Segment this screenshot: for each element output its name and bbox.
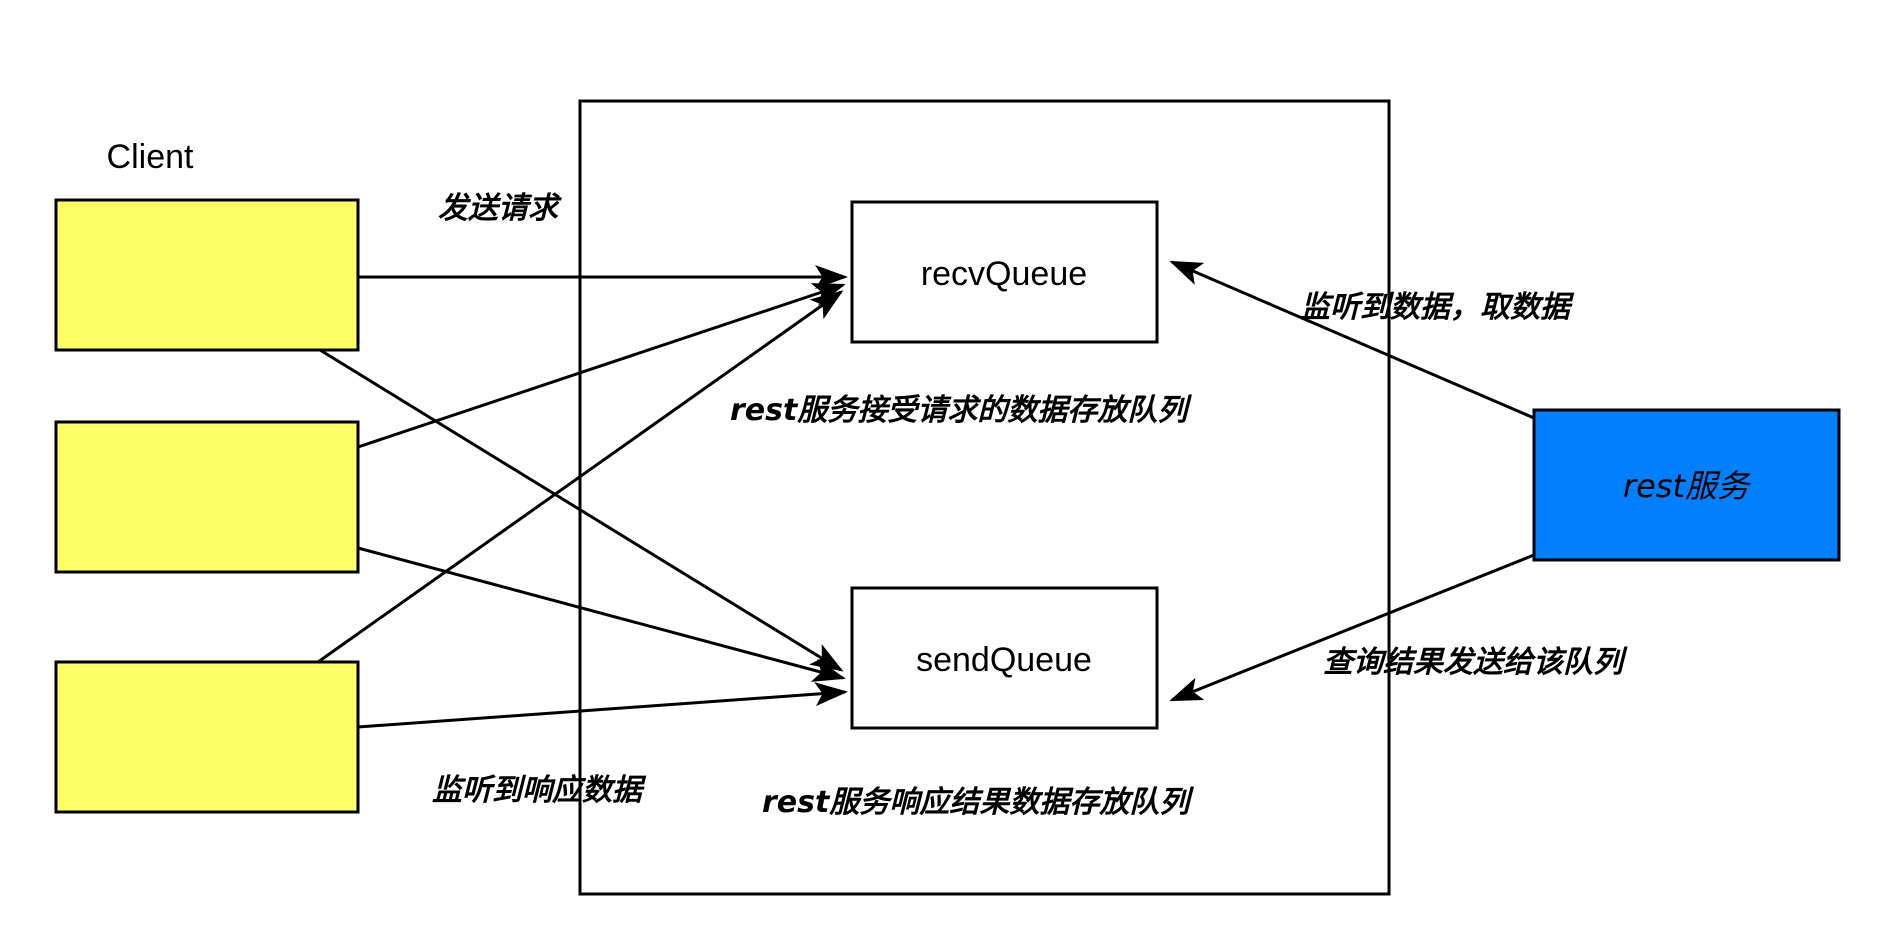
- client-box-2[interactable]: [54, 420, 360, 574]
- client-group-title: Client: [107, 138, 194, 176]
- client-box-3[interactable]: [54, 660, 360, 814]
- edge-label-send-request: 发送请求: [438, 191, 562, 226]
- edge-label-recv-queue-desc: rest服务接受请求的数据存放队列: [730, 393, 1192, 428]
- recv-queue-label: recvQueue: [921, 255, 1087, 293]
- edge-client2-to-recvqueue: [357, 283, 846, 449]
- service-container-boundary: [578, 99, 1391, 896]
- edge-restservice-to-recvqueue: [1169, 260, 1535, 420]
- client-box-1[interactable]: [54, 198, 360, 352]
- edge-label-send-queue-desc: rest服务响应结果数据存放队列: [762, 785, 1194, 820]
- edge-client3-to-sendqueue: [357, 682, 848, 729]
- edge-label-listen-take-data: 监听到数据，取数据: [1300, 290, 1575, 325]
- edge-label-listen-response-data: 监听到响应数据: [432, 773, 647, 808]
- edge-label-query-result-to-queue: 查询结果发送给该队列: [1323, 645, 1628, 680]
- rest-service-box[interactable]: [1532, 408, 1841, 562]
- rest-service-label: rest服务: [1623, 467, 1752, 505]
- edge-client1-to-sendqueue: [319, 348, 844, 672]
- recv-queue-box[interactable]: [850, 200, 1159, 344]
- send-queue-label: sendQueue: [916, 641, 1092, 679]
- edge-client3-to-recvqueue: [317, 290, 844, 664]
- send-queue-box[interactable]: [850, 586, 1159, 730]
- edge-restservice-to-sendqueue: [1169, 553, 1535, 702]
- edge-client2-to-sendqueue: [357, 546, 846, 682]
